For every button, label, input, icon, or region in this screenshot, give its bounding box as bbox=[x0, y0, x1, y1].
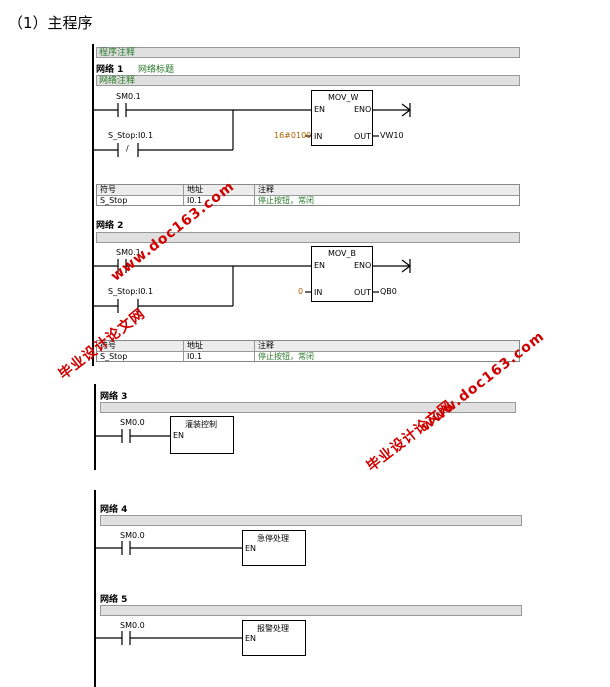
network-2-contact-2-label: S_Stop:I0.1 bbox=[108, 287, 154, 296]
table-header-symbol: 符号 bbox=[100, 341, 116, 350]
network-2-in-value: 0 bbox=[298, 287, 304, 296]
table-header-comment: 注释 bbox=[258, 341, 274, 350]
network-3-fill-control-block[interactable]: 灌装控制 EN bbox=[170, 416, 234, 454]
network-2-symbol-table: 符号 地址 注释 S_Stop I0.1 停止按钮，常闭 bbox=[96, 340, 520, 362]
network-1-block-name: MOV_W bbox=[328, 93, 359, 102]
left-power-rail-a bbox=[92, 44, 94, 366]
table-cell-symbol: S_Stop bbox=[100, 352, 128, 361]
program-comment-text: 程序注释 bbox=[99, 48, 136, 58]
network-4-emergency-stop-block[interactable]: 急停处理 EN bbox=[242, 530, 306, 566]
network-1-comment-bar[interactable]: 网络注释 bbox=[96, 75, 520, 86]
network-1-contact-2-label: S_Stop:I0.1 bbox=[108, 131, 154, 140]
network-1-title: 网络标题 bbox=[138, 65, 175, 75]
left-power-rail-c bbox=[94, 490, 96, 687]
network-2-in-pin: IN bbox=[314, 288, 323, 297]
network-1-label: 网络 1 bbox=[96, 65, 124, 75]
table-cell-comment: 停止按钮，常闭 bbox=[258, 352, 314, 361]
network-4-comment-bar[interactable] bbox=[100, 515, 522, 526]
network-3-contact-label: SM0.0 bbox=[120, 418, 145, 427]
network-1-en-pin: EN bbox=[314, 105, 326, 114]
table-header-address: 地址 bbox=[187, 341, 203, 350]
network-1-out-value: VW10 bbox=[380, 131, 404, 140]
table-header-address: 地址 bbox=[187, 185, 203, 194]
network-2-comment-bar[interactable] bbox=[96, 232, 520, 243]
left-power-rail-b bbox=[94, 384, 96, 470]
table-header-comment: 注释 bbox=[258, 185, 274, 194]
network-3-label: 网络 3 bbox=[100, 392, 128, 402]
page-title: （1）主程序 bbox=[8, 14, 93, 32]
network-4-contact-label: SM0.0 bbox=[120, 531, 145, 540]
network-1-comment-text: 网络注释 bbox=[99, 76, 136, 86]
network-2-contact-1-label: SM0.1 bbox=[116, 248, 141, 257]
network-1-out-pin: OUT bbox=[354, 132, 372, 141]
network-3-en-pin: EN bbox=[173, 431, 185, 440]
table-cell-address: I0.1 bbox=[187, 196, 203, 205]
table-cell-comment: 停止按钮，常闭 bbox=[258, 196, 314, 205]
network-1-symbol-table: 符号 地址 注释 S_Stop I0.1 停止按钮，常闭 bbox=[96, 184, 520, 206]
table-cell-address: I0.1 bbox=[187, 352, 203, 361]
network-4-block-name: 急停处理 bbox=[257, 534, 289, 543]
network-1-contact-1-label: SM0.1 bbox=[116, 92, 141, 101]
program-comment-bar[interactable]: 程序注释 bbox=[96, 47, 520, 58]
network-5-en-pin: EN bbox=[245, 634, 257, 643]
network-1-mov-w-block[interactable]: MOV_W EN ENO IN OUT bbox=[311, 90, 373, 146]
network-4-en-pin: EN bbox=[245, 544, 257, 553]
network-2-out-pin: OUT bbox=[354, 288, 372, 297]
network-3-block-name: 灌装控制 bbox=[185, 420, 217, 429]
network-5-alarm-block[interactable]: 报警处理 EN bbox=[242, 620, 306, 656]
network-2-label: 网络 2 bbox=[96, 221, 124, 231]
network-2-eno-pin: ENO bbox=[354, 261, 372, 270]
network-2-mov-b-block[interactable]: MOV_B EN ENO IN OUT bbox=[311, 246, 373, 302]
network-5-contact-label: SM0.0 bbox=[120, 621, 145, 630]
network-1-eno-pin: ENO bbox=[354, 105, 372, 114]
network-4-label: 网络 4 bbox=[100, 505, 128, 515]
table-header-symbol: 符号 bbox=[100, 185, 116, 194]
network-1-in-pin: IN bbox=[314, 132, 323, 141]
network-2-en-pin: EN bbox=[314, 261, 326, 270]
network-2-block-name: MOV_B bbox=[328, 249, 357, 258]
network-5-label: 网络 5 bbox=[100, 595, 128, 605]
network-1-contact-2-nc-mark: / bbox=[126, 144, 129, 153]
table-cell-symbol: S_Stop bbox=[100, 196, 128, 205]
network-5-block-name: 报警处理 bbox=[257, 624, 289, 633]
network-3-comment-bar[interactable] bbox=[100, 402, 516, 413]
network-5-comment-bar[interactable] bbox=[100, 605, 522, 616]
network-2-out-value: QB0 bbox=[380, 287, 397, 296]
network-1-in-value: 16#0100 bbox=[274, 131, 312, 140]
